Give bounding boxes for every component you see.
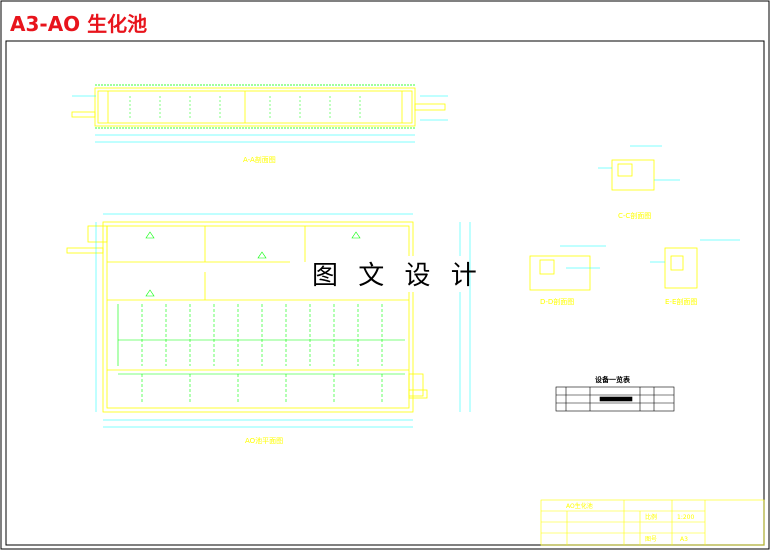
plan-view — [66, 213, 471, 428]
plan-caption: AO池平面图 — [245, 436, 283, 445]
section-cc-caption: C-C剖面图 — [618, 211, 651, 220]
aeration-grid — [117, 231, 405, 404]
drawing-title: A3-AO 生化池 — [10, 12, 147, 36]
title-block-drawing-name: AO生化池 — [566, 502, 593, 510]
title-block-sheet-value: A3 — [680, 536, 688, 543]
section-dd-caption: D-D剖面图 — [540, 297, 574, 306]
title-block-sheet-label: 图号 — [645, 536, 657, 543]
equipment-table-title: 设备一览表 — [595, 375, 631, 384]
watermark-backdrop — [306, 256, 466, 292]
equipment-table — [555, 386, 675, 412]
section-dd-view — [529, 245, 606, 291]
section-aa-caption: A-A剖面图 — [243, 155, 276, 164]
section-ee-view — [650, 239, 740, 289]
title-block-scale-label: 比例 — [645, 513, 657, 521]
section-cc-view — [598, 145, 680, 191]
title-block — [540, 499, 765, 546]
sheet-inner-frame — [5, 40, 765, 546]
title-block-scale-value: 1:200 — [677, 514, 694, 521]
section-ee-caption: E-E剖面图 — [665, 297, 697, 306]
watermark-text: 图 文 设 计 — [312, 261, 483, 291]
section-aa-view — [71, 84, 448, 143]
